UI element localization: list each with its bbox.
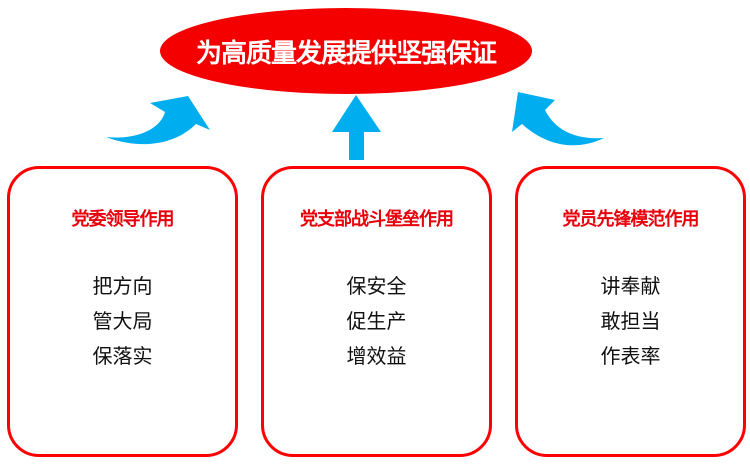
list-item: 讲奉献 xyxy=(600,274,661,298)
list-item: 敢担当 xyxy=(600,309,661,333)
curved-arrow-left-icon xyxy=(106,96,210,145)
list-item: 促生产 xyxy=(346,309,407,333)
box-title: 党支部战斗堡垒作用 xyxy=(300,209,454,230)
box-title: 党员先锋模范作用 xyxy=(562,209,700,230)
list-item: 增效益 xyxy=(346,344,407,368)
goal-label: 为高质量发展提供坚强保证 xyxy=(195,38,497,69)
list-item: 保安全 xyxy=(346,274,407,298)
box-party-committee: 党委领导作用 把方向 管大局 保落实 xyxy=(7,166,238,457)
box-party-branch: 党支部战斗堡垒作用 保安全 促生产 增效益 xyxy=(261,166,492,457)
list-item: 管大局 xyxy=(92,309,153,333)
box-title: 党委领导作用 xyxy=(71,209,175,230)
goal-ellipse: 为高质量发展提供坚强保证 xyxy=(160,8,532,94)
box-party-members: 党员先锋模范作用 讲奉献 敢担当 作表率 xyxy=(515,166,746,457)
list-item: 作表率 xyxy=(600,344,661,368)
up-arrow-center-icon xyxy=(332,95,381,160)
list-item: 保落实 xyxy=(92,344,153,368)
list-item: 把方向 xyxy=(92,274,153,298)
curved-arrow-right-icon xyxy=(512,92,604,146)
